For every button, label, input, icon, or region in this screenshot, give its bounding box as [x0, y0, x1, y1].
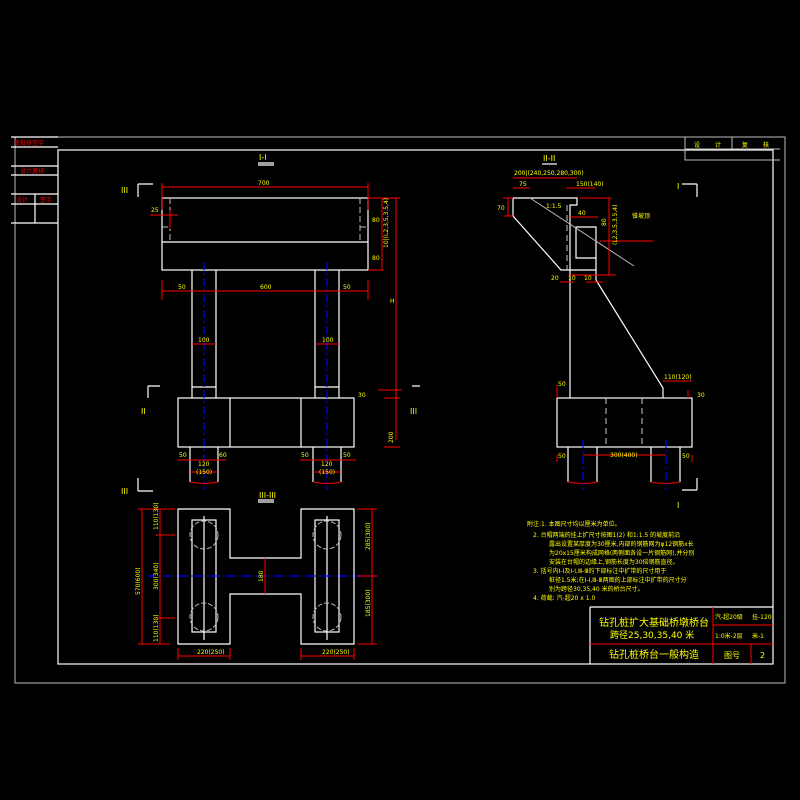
title-block: 钻孔桩扩大基础桥墩桥台 跨径25,30,35,40 米 钻孔桩桥台一般构造 汽-…: [589, 606, 773, 664]
section-mark-label: II: [141, 407, 146, 416]
section-mark-label: III: [121, 186, 128, 195]
dim-label: 300(400): [610, 452, 638, 459]
dim-label: 30: [358, 392, 366, 399]
note-line: 3. 括号内Ⅰ-Ⅰ及Ⅰ-Ⅰ,Ⅲ-Ⅲ的下部标注中扩带的尺寸用于: [533, 567, 666, 575]
dim-label: 30: [697, 392, 705, 399]
dim-label: 220(250): [197, 649, 225, 656]
note-line: 桩径1.5米;在Ⅰ-Ⅰ,Ⅲ-Ⅲ两图的上部标注中扩带的尺寸分: [549, 576, 687, 584]
dim-label: 25: [151, 207, 159, 214]
dim-label: 120: [321, 461, 333, 468]
dim-label: 200|(240,250,280,300): [514, 170, 584, 177]
dim-label: (L2,3,5,3.5,4): [612, 205, 619, 245]
dim-label: 10|(L2,3,5,3.5,4): [383, 198, 390, 248]
title-cell: 挂-120: [752, 613, 772, 621]
dim-label: 110(130): [153, 614, 160, 642]
dim-label: 300(340): [153, 562, 160, 590]
project-title: 钻孔桩扩大基础桥墩桥台: [599, 616, 709, 629]
dim-label: 50: [179, 452, 187, 459]
dim-label: 10: [584, 275, 592, 282]
side-section-view: II-II 200|(240,250,280,300) 75 150(140) …: [497, 154, 705, 490]
section-mark-label: I: [677, 182, 679, 191]
table-cell: 计: [715, 141, 721, 149]
plan-view: III-III 110(130) 300(340) 570(600) 110(1…: [135, 491, 378, 660]
dim-label: 40: [578, 210, 586, 217]
dim-label: 75: [519, 181, 527, 188]
left-table-row: 设计复核: [20, 167, 44, 175]
dim-label: 110(120): [664, 374, 692, 381]
left-table-row: 设计: [16, 196, 28, 204]
dim-label: 50: [558, 381, 566, 388]
dim-label: 10: [568, 275, 576, 282]
dim-label: 100: [322, 337, 334, 344]
outer-frame: [14, 136, 786, 684]
note-line: 附注:1. 本图尺寸均以厘米为单位。: [527, 520, 621, 528]
dim-label: 20: [551, 275, 559, 282]
view-title: I-I: [259, 153, 267, 162]
dim-label: 110(130): [153, 502, 160, 530]
table-cell: 设: [694, 141, 700, 149]
section-mark-label: I: [677, 501, 679, 510]
dim-label: 80: [372, 255, 380, 262]
note-line: 为20x15厘米构成网格(两侧面各设一片钢筋网),并分别: [549, 549, 694, 557]
dim-label: 200: [388, 431, 395, 443]
table-cell: 复: [742, 141, 748, 149]
note-line: 安装在台帽的边缘上,钢筋长度为30倍钢筋直径。: [549, 558, 679, 566]
view-title: II-II: [543, 154, 555, 163]
title-cell: 汽-超20级: [715, 613, 743, 621]
dim-label: 220(250): [322, 649, 350, 656]
notes: 附注:1. 本图尺寸均以厘米为单位。 2. 台帽两端的挂上扩尺寸按图1(2) 和…: [527, 520, 694, 602]
dim-label: 570(600): [135, 567, 142, 595]
dim-label: 70: [497, 205, 505, 212]
dim-label: 1:1.5: [546, 203, 562, 210]
left-approval-table: 审批核签字 设计复核 设计 签字: [11, 136, 58, 224]
section-mark-label: III: [121, 487, 128, 496]
title-cell: 米-1: [752, 632, 764, 640]
left-table-row: 审批核签字: [14, 139, 44, 147]
dim-label: H: [390, 298, 395, 305]
note-line: 露出设置某厚度为30厘米,内部的钢筋网为φ12钢筋x长: [549, 540, 694, 548]
dim-label: 50: [178, 284, 186, 291]
view-title: III-III: [259, 491, 276, 500]
dim-label: 60: [219, 452, 227, 459]
dim-label: 185(300): [365, 589, 372, 617]
left-table-row: 签字: [40, 196, 52, 204]
title-cell: 1:0米-2层: [715, 632, 743, 640]
dim-label: 50: [343, 452, 351, 459]
dim-label: (150): [196, 469, 212, 476]
note-line: 4. 荷载: 汽-超20 x 1.0: [533, 594, 595, 602]
drawing-title: 钻孔桩桥台一般构造: [609, 648, 699, 661]
dim-label: 50: [682, 453, 690, 460]
sheet-number: 2: [760, 651, 765, 660]
dim-label: 锥坡顶: [632, 212, 650, 220]
dim-label: 285(300): [365, 522, 372, 550]
dim-label: 100: [198, 337, 210, 344]
top-right-table: 设 计 复 核: [684, 137, 780, 161]
dim-label: 600: [260, 284, 272, 291]
dim-label: 50: [558, 453, 566, 460]
dim-label: 80: [601, 218, 608, 226]
dim-label: 50: [343, 284, 351, 291]
project-span: 跨径25,30,35,40 米: [610, 629, 694, 641]
dim-label: 180: [258, 570, 265, 582]
section-marks: III II III III I I: [121, 182, 698, 510]
dim-label: 700: [258, 180, 270, 187]
dim-label: 80: [372, 217, 380, 224]
dim-label: 50: [301, 452, 309, 459]
table-cell: 核: [763, 141, 769, 149]
inner-frame: [57, 149, 774, 665]
note-line: 别为跨径30,35,40 米的桥台尺寸。: [549, 585, 644, 593]
note-line: 2. 台帽两端的挂上扩尺寸按图1(2) 和1:1.5 的坡度前沿: [533, 531, 680, 539]
section-mark-label: III: [410, 407, 417, 416]
dim-label: 150(140): [576, 181, 604, 188]
sheet-label: 图号: [724, 651, 740, 660]
front-elevation-view: I-I 700 25 50 600 50 100 100 30 200 80 8…: [150, 153, 402, 490]
dim-label: 120: [198, 461, 210, 468]
dim-label: (150): [319, 469, 335, 476]
